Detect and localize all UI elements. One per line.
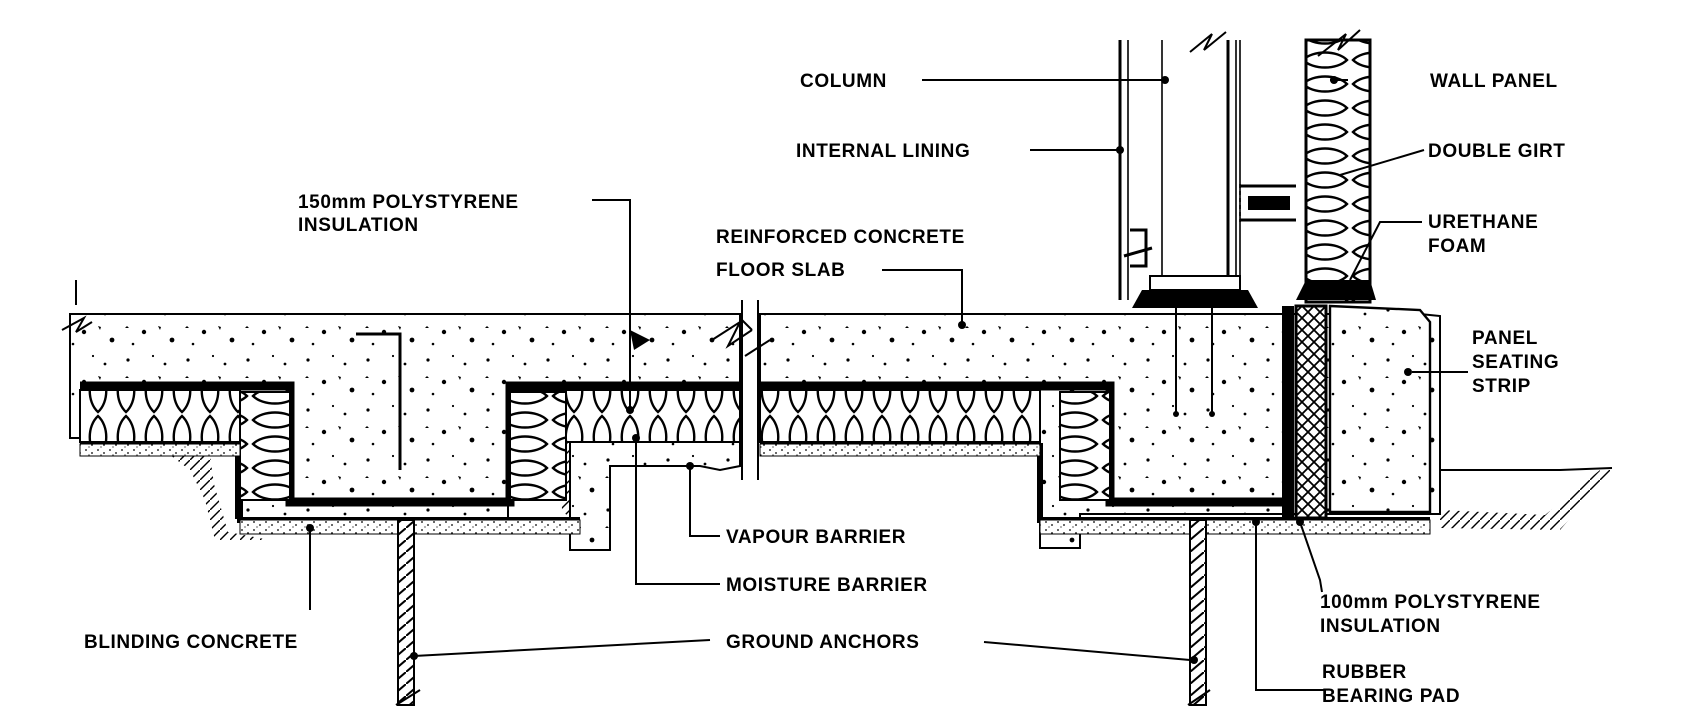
label-100mm-polystyrene-1: 100mm POLYSTYRENE — [1320, 592, 1541, 613]
insulation-150mm — [79, 389, 1111, 501]
label-panel-seating-3: STRIP — [1472, 376, 1531, 397]
leader-lines — [306, 76, 1468, 691]
label-150mm-polystyrene-1: 150mm POLYSTYRENE — [298, 192, 519, 213]
label-vapour-barrier: VAPOUR BARRIER — [726, 527, 906, 548]
double-girt — [1123, 184, 1296, 268]
rubber-bearing-pad — [1282, 304, 1328, 520]
label-rubber-bearing-pad-1: RUBBER — [1322, 662, 1407, 683]
ground-anchors — [395, 519, 1211, 706]
label-moisture-barrier: MOISTURE BARRIER — [726, 575, 928, 596]
wall-panel — [1296, 29, 1376, 304]
label-150mm-polystyrene-2: INSULATION — [298, 215, 419, 236]
label-urethane-foam-1: URETHANE — [1428, 212, 1538, 233]
section-break — [711, 300, 759, 480]
label-wall-panel: WALL PANEL — [1430, 71, 1558, 92]
label-panel-seating-1: PANEL — [1472, 328, 1538, 349]
label-panel-seating-2: SEATING — [1472, 352, 1559, 373]
label-ground-anchors: GROUND ANCHORS — [726, 632, 919, 653]
label-blinding-concrete: BLINDING CONCRETE — [84, 632, 298, 653]
label-column: COLUMN — [800, 71, 887, 92]
labels: COLUMN INTERNAL LINING 150mm POLYSTYRENE… — [84, 71, 1566, 707]
label-100mm-polystyrene-2: INSULATION — [1320, 616, 1441, 637]
label-internal-lining: INTERNAL LINING — [796, 141, 970, 162]
label-double-girt: DOUBLE GIRT — [1428, 141, 1566, 162]
label-urethane-foam-2: FOAM — [1428, 236, 1486, 257]
label-floor-slab-2: FLOOR SLAB — [716, 260, 846, 281]
label-rubber-bearing-pad-2: BEARING PAD — [1322, 686, 1460, 707]
label-floor-slab-1: REINFORCED CONCRETE — [716, 227, 965, 248]
reinforcement-bars — [356, 330, 650, 470]
blinding-layer — [79, 443, 1431, 535]
column — [1118, 31, 1258, 417]
panel-seating-strip — [1328, 304, 1432, 514]
